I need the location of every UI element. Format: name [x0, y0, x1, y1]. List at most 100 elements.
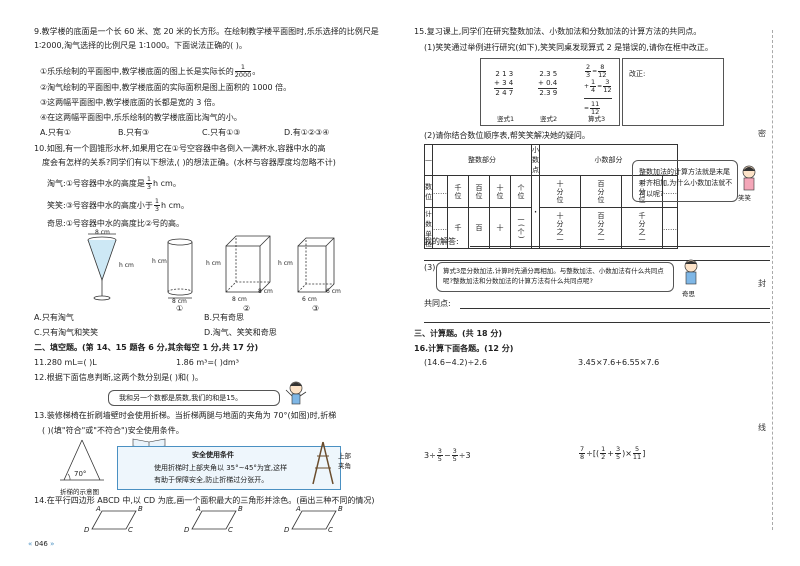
cuboid-container: [297, 237, 335, 293]
q13-line2: ( )(填"符合"或"不符合")安全使用条件。: [42, 426, 184, 435]
vertex-c-2: C: [228, 526, 233, 534]
common-point-line-1[interactable]: [460, 308, 770, 309]
calc-1: (14.6−4.2)÷2.6: [424, 358, 487, 367]
cube-height-label: h cm: [206, 260, 221, 267]
cube-depth-label: 8 cm: [258, 288, 273, 295]
q10-line2: 度会有怎样的关系?同学们有以下想法,( )的想法正确。(水杯与容器厚度均忽略不计…: [42, 158, 336, 167]
cuboid-depth-label: 6 cm: [326, 288, 341, 295]
q15-text: 15.复习课上,同学们在研究整数加法、小数加法和分数加法的计算方法的共同点。: [414, 27, 702, 36]
top-label: 上部: [338, 452, 351, 460]
q10-choice-d[interactable]: D.淘气、笑笑和奇思: [204, 328, 277, 337]
cuboid-width-label: 6 cm: [302, 296, 317, 303]
kid-figure-icon: [285, 381, 307, 405]
q15-part-3-label: (3): [424, 263, 436, 272]
cube-width-label: 8 cm: [232, 296, 247, 303]
q10-choice-c[interactable]: C.只有淘气和笑笑: [34, 328, 99, 337]
qisi-question-bubble: 算式3是分数加法,计算时先通分再相加。与整数加法、小数加法有什么共同点呢?整数加…: [436, 262, 674, 292]
angle-caption: 夹角: [338, 462, 351, 470]
section-3-heading: 三、计算题。(共 18 分): [414, 329, 503, 338]
decimal-point-header: 小数点: [531, 144, 540, 176]
form-label-2: 竖式2: [540, 115, 558, 123]
answer-line-2[interactable]: [424, 260, 770, 261]
side-mark-mi: 密: [758, 129, 766, 138]
cup-height-label: h cm: [119, 262, 134, 269]
page-number: « 046 »: [28, 540, 55, 548]
common-point-label: 共同点:: [424, 299, 451, 308]
q9-choice-c[interactable]: C.只有①③: [202, 128, 241, 137]
q11-part-a: 11.280 mL=( )L: [34, 358, 97, 367]
q12-text: 12.根据下面信息判断,这两个数分别是( )和( )。: [34, 373, 203, 382]
safety-conditions-box: 安全使用条件 使用折梯时上部夹角以 35°~45°为宜,这样 有助于保障安全,防…: [117, 446, 341, 490]
vertex-c-3: C: [328, 526, 333, 534]
q15-part-2: (2)请你结合数位顺序表,帮笑笑解决她的疑问。: [424, 131, 590, 140]
correction-box[interactable]: 改正:: [622, 58, 724, 126]
ladder-caption: 折梯的示意图: [60, 488, 99, 496]
calc-2: 3.45×7.6+6.55×7.6: [578, 358, 660, 367]
vertex-d-3: D: [284, 526, 290, 534]
q10-line1: 10.如图,有一个圆锥形水杯,如果用它在①号空容器中各倒入一满杯水,容器中水的高: [34, 144, 326, 153]
q9-choice-b[interactable]: B.只有③: [118, 128, 150, 137]
xiaoxiao-name: 笑笑: [738, 194, 751, 202]
common-point-line-2[interactable]: [424, 322, 770, 323]
qisi-name: 奇思: [682, 290, 695, 298]
side-mark-xian: 线: [758, 423, 766, 432]
q10-choice-b[interactable]: B.只有奇思: [204, 313, 245, 322]
angle-label: 70°: [74, 470, 87, 478]
answer-line-1[interactable]: [470, 246, 770, 247]
q16-text: 16.计算下面各题。(12 分): [414, 344, 514, 353]
vertex-a-1: A: [96, 505, 101, 513]
cube-container: [225, 235, 271, 293]
container-1-number: ①: [176, 304, 184, 313]
vertex-d-2: D: [184, 526, 190, 534]
xiaoxiao-question-bubble: 整数加法的计算方法就是末尾对齐相加,为什么小数加法就不可以呢?: [632, 160, 738, 202]
q15-part-1: (1)笑笑通过举例进行研究(如下),笑笑同桌发现算式 2 是错误的,请你在框中改…: [424, 43, 713, 52]
cuboid-height-label: h cm: [278, 260, 293, 267]
vertex-b-1: B: [138, 505, 143, 513]
section-2-heading: 二、填空题。(第 14、15 题各 6 分,其余每空 1 分,共 17 分): [34, 343, 259, 352]
ladder-diagram: [60, 439, 104, 481]
q9-statement-2: ②淘气绘制的平面图中,教学楼底面的实际面积是图上面积的 1000 倍。: [40, 83, 292, 92]
vertex-b-2: B: [238, 505, 243, 513]
step-ladder-icon: [312, 441, 334, 485]
q9-choice-d[interactable]: D.有①②③④: [284, 128, 330, 137]
q9-statement-4: ④在这两幅平面图中,乐乐绘制的教学楼底面比淘气的小。: [40, 113, 242, 122]
vertex-b-3: B: [338, 505, 343, 513]
vertex-d-1: D: [84, 526, 90, 534]
q10-choice-a[interactable]: A.只有淘气: [34, 313, 74, 322]
vertex-a-2: A: [196, 505, 201, 513]
cup-width-label: 8 cm: [95, 229, 110, 236]
xiaoxiao-avatar-icon: [742, 165, 756, 191]
cone-cup: [87, 233, 117, 301]
vertex-c-1: C: [128, 526, 133, 534]
binding-dashed-line: [772, 30, 773, 530]
form-label-3: 算式3: [588, 115, 606, 123]
q12-speech-bubble: 我和另一个数都是质数,我们的和是15。: [108, 390, 280, 406]
cyl-width-label: 8 cm: [172, 298, 187, 305]
vertical-forms-box: [480, 58, 620, 126]
my-answer-label: 我的解答:: [424, 237, 459, 246]
q10-figure: [87, 233, 335, 301]
side-mark-feng: 封: [758, 279, 766, 288]
container-2-number: ②: [243, 304, 251, 313]
q9-line1: 9.教学楼的底面是一个长 60 米、宽 20 米的长方形。在绘制教学楼平面图时,…: [34, 27, 379, 36]
q14-text: 14.在平行四边形 ABCD 中,以 CD 为底,画一个面积最大的三角形并涂色。…: [34, 496, 375, 505]
q11-part-b: 1.86 m³=( )dm³: [176, 358, 239, 367]
qisi-avatar-icon: [684, 259, 698, 285]
container-3-number: ③: [312, 304, 320, 313]
form-label-1: 竖式1: [497, 115, 515, 123]
q13-line1: 13.装修梯椅在折刷墙壁时会使用折梯。当折梯两腿与地面的夹角为 70°(如图)时…: [34, 411, 337, 420]
q9-choice-a[interactable]: A.只有①: [40, 128, 72, 137]
q9-statement-3: ③这两幅平面图中,教学楼底面的长都是宽的 3 倍。: [40, 98, 220, 107]
q14-parallelograms: [91, 510, 337, 530]
cylinder-container: [167, 238, 193, 299]
cyl-height-label: h cm: [152, 258, 167, 265]
